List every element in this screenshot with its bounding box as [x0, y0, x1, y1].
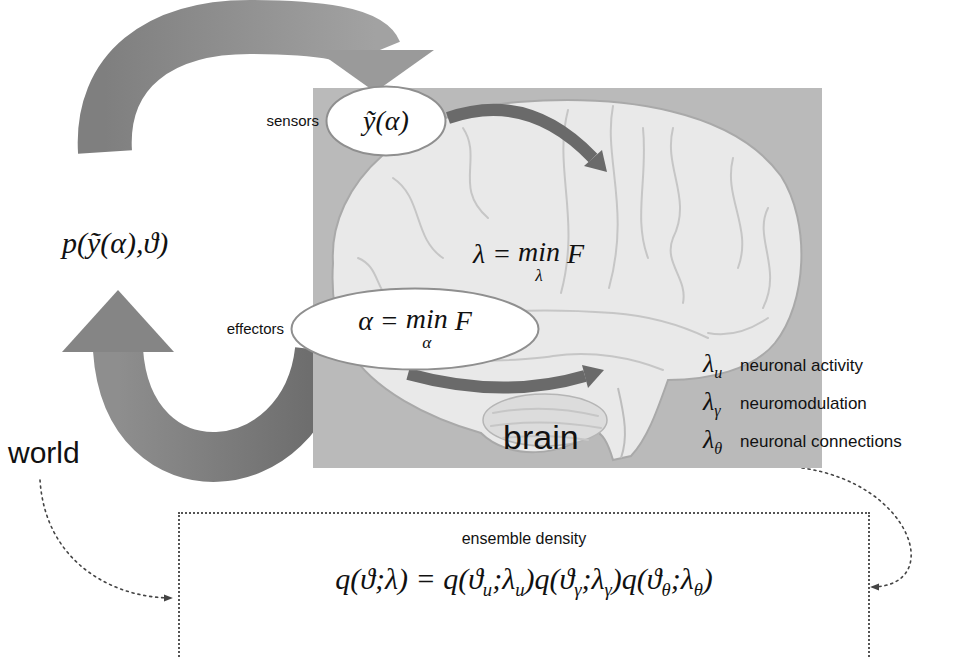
sensor-ellipse: sensorsỹ(α): [325, 85, 447, 157]
sensory-signal: ỹ(α): [363, 105, 409, 137]
effector-ellipse: effectorsα = minα F: [290, 287, 540, 371]
dotted-leader: [40, 480, 172, 598]
objective-formula: λ = minλ F: [473, 238, 584, 285]
action-formula: α = minα F: [358, 305, 472, 352]
parameter-label: neuronal activity: [740, 356, 863, 376]
panel-title: brain: [503, 418, 579, 457]
density-formula: q(ϑ;λ) = q(ϑu;λu)q(ϑγ;λγ)q(ϑθ;λθ): [335, 562, 713, 600]
descending-arrowhead: [582, 365, 604, 388]
node-heading: sensors: [266, 112, 319, 129]
joint-density: p(ỹ(α),ϑ): [62, 226, 168, 261]
descending-signal-arrow: [408, 374, 585, 388]
parameter-label: neuromodulation: [740, 394, 867, 414]
parameter-label: neuronal connections: [740, 432, 902, 452]
ellipse-shape: [327, 87, 446, 156]
world-label: world: [8, 436, 80, 471]
box-heading: ensemble density: [462, 530, 587, 548]
sensation-arrowhead: [316, 50, 434, 92]
ellipse-shape: [292, 289, 539, 370]
action-arrow: [118, 350, 320, 457]
parameter-symbol: λθ: [703, 425, 722, 458]
parameter-symbol: λu: [703, 349, 722, 382]
dotted-connector: [802, 468, 911, 587]
action-arrowhead: [62, 290, 174, 352]
brainstem: [618, 388, 625, 458]
parameter-symbol: λγ: [703, 387, 721, 420]
ascending-arrowhead: [584, 150, 607, 172]
brain-gyri: [358, 106, 770, 440]
ascending-signal-arrow: [448, 110, 593, 158]
node-heading: effectors: [227, 320, 284, 337]
ensemble-box: ensemble density q(ϑ;λ) = q(ϑu;λu)q(ϑγ;λγ…: [178, 512, 870, 657]
